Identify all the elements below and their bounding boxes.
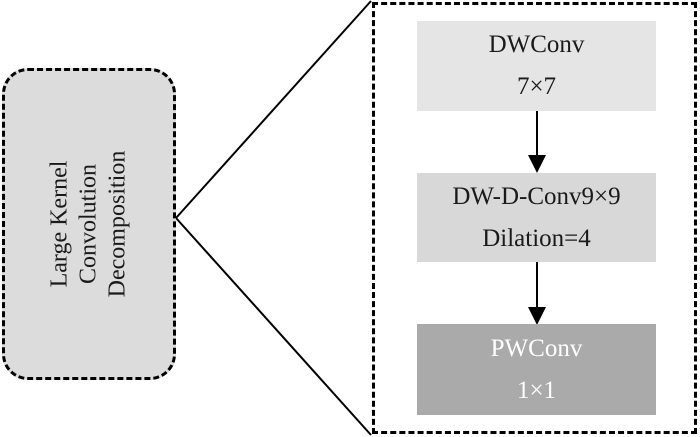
- dw-d-conv-title: DW-D-Conv9×9: [452, 182, 621, 210]
- arrow-1-head: [528, 155, 546, 173]
- dwconv-kernel-size: 7×7: [516, 73, 557, 100]
- arrow-2-head: [528, 307, 546, 325]
- left-label-line-3: Decomposition: [104, 150, 131, 298]
- dw-d-conv-block: DW-D-Conv9×9 Dilation=4: [417, 173, 656, 262]
- dwconv-block: DWConv 7×7: [417, 21, 656, 111]
- left-label-line-2: Convolution: [75, 164, 102, 285]
- left-box-label: Large Kernel Convolution Decomposition: [46, 151, 133, 298]
- pwconv-block: PWConv 1×1: [417, 324, 656, 415]
- zoom-line-bottom: [175, 217, 372, 436]
- left-label-line-1: Large Kernel: [46, 160, 73, 288]
- large-kernel-convolution-decomposition-box: Large Kernel Convolution Decomposition: [2, 68, 176, 380]
- pwconv-title: PWConv: [490, 334, 583, 362]
- decomposition-detail-frame: [372, 2, 697, 434]
- pwconv-kernel-size: 1×1: [516, 376, 557, 404]
- dw-d-conv-dilation: Dilation=4: [482, 224, 591, 252]
- zoom-line-top: [175, 0, 372, 219]
- dwconv-title: DWConv: [488, 31, 585, 58]
